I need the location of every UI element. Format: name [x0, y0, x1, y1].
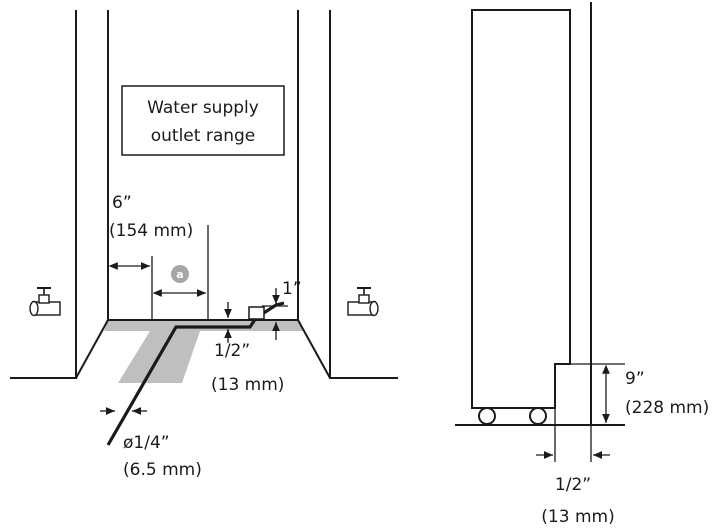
floor-offset-label-line2: (13 mm) — [211, 375, 284, 395]
side-gap-label-line1: 6” — [112, 193, 132, 213]
gap-label-line2: (13 mm) — [541, 507, 614, 527]
outlet-range-line2: outlet range — [151, 126, 256, 146]
tube-diameter-label-line1: ø1/4” — [123, 433, 170, 453]
right-cabinet-base — [297, 319, 331, 379]
water-valve-icon — [29, 287, 61, 317]
water-supply-pipe — [106, 301, 285, 446]
water-valve-icon — [347, 287, 379, 317]
left-cabinet-outline — [10, 10, 77, 379]
front-view: Water supply outlet range 6” (154 mm) a … — [10, 10, 398, 480]
outlet-range-box — [121, 85, 285, 156]
pipe-outlet-fitting — [248, 306, 265, 320]
floor-offset-label-line1: 1/2” — [214, 341, 250, 361]
gap-label-line1: 1/2” — [555, 475, 591, 495]
wheel-rear — [529, 407, 547, 425]
tube-diameter-label-line2: (6.5 mm) — [123, 460, 202, 480]
left-cabinet-base — [75, 319, 109, 379]
right-cabinet-outline — [329, 10, 398, 379]
badge-a-label: a — [176, 268, 183, 281]
outlet-range-line1: Water supply — [147, 98, 259, 118]
appliance-body — [471, 9, 571, 409]
height-label-line1: 9” — [625, 369, 645, 389]
wheel-front — [478, 407, 496, 425]
badge-a — [171, 265, 189, 283]
height-top-label: 1” — [282, 279, 302, 299]
height-label-line2: (228 mm) — [625, 398, 709, 418]
side-view: 9” (228 mm) 1/2” (13 mm) — [455, 2, 709, 527]
side-gap-label-line2: (154 mm) — [109, 221, 193, 241]
